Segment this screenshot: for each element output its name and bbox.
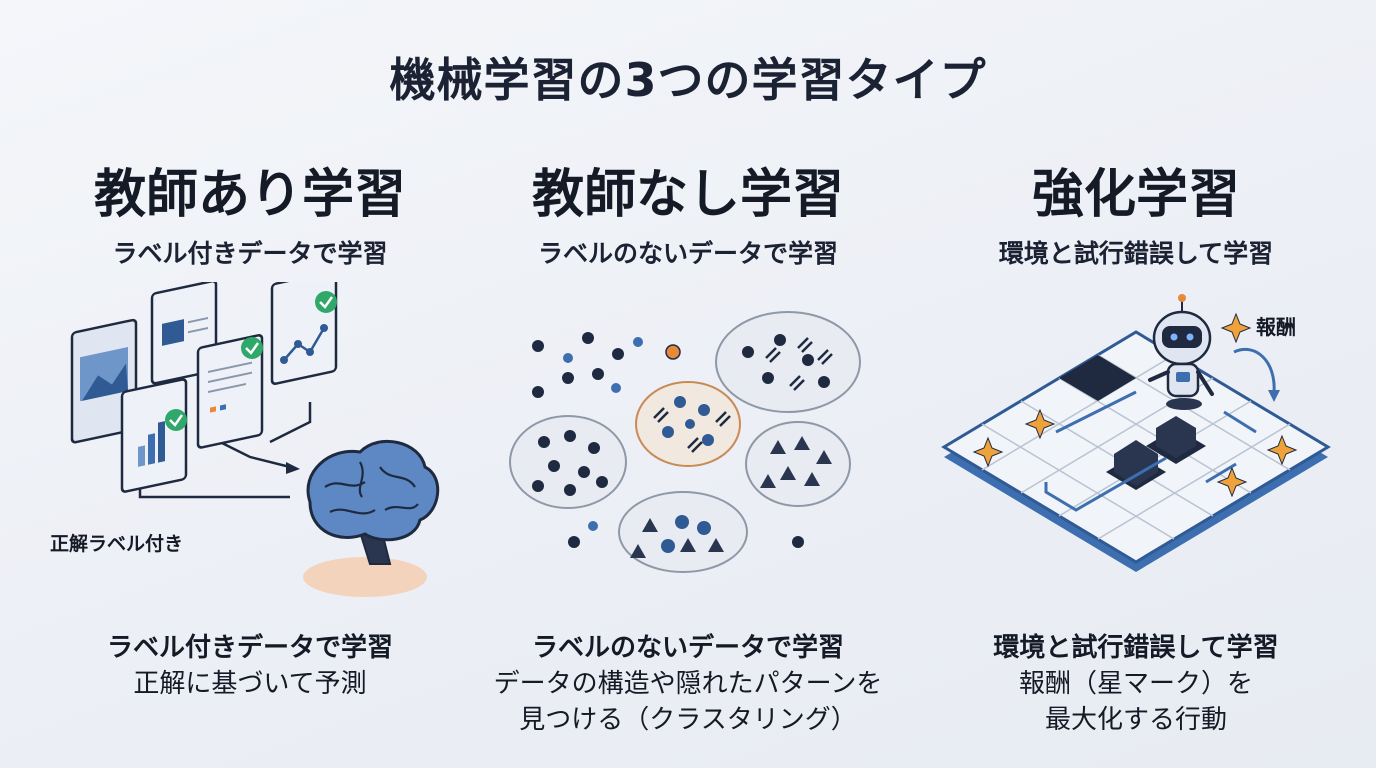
reinforcement-desc-line: 報酬（星マーク）を [1018,669,1253,699]
reinforcement-description: 環境と試行錯誤して学習 報酬（星マーク）を 最大化する行動 [906,630,1366,738]
flow-line [269,402,312,444]
flow-line [219,440,291,469]
reinforcement-desc-line: 環境と試行錯誤して学習 [993,633,1279,663]
reinforcement-title: 強化学習 [1031,165,1240,225]
page-title: 機械学習の3つの学習タイプ [389,53,987,107]
supervised-desc-line: 正解に基づいて予測 [133,669,367,699]
unsupervised-column: 教師なし学習 ラベルのないデータで学習 [458,0,918,768]
unsupervised-title: 教師なし学習 [531,165,844,225]
supervised-title: 教師あり学習 [93,165,406,225]
cluster-outline [745,421,851,507]
path-arrow [1223,410,1257,434]
unsupervised-illustration [509,311,861,573]
path-arrow [1044,456,1167,512]
cluster-outline [618,491,748,573]
labeled-data-label: 正解ラベル付き [50,532,183,555]
reinforcement-desc-line: 最大化する行動 [1044,705,1227,735]
text-card-icon [196,334,264,449]
robot-icon [1148,294,1214,410]
supervised-description: ラベル付きデータで学習 正解に基づいて予測 [20,630,480,702]
path-arrow [1055,390,1137,434]
image-card-icon [70,318,138,444]
reward-label: 報酬 [1256,315,1296,339]
supervised-illustration: 正解ラベル付き [50,282,440,597]
obstacle-block [1146,416,1206,464]
supervised-subtitle: ラベル付きデータで学習 [112,239,388,268]
path-arrow [1233,347,1276,393]
cluster-outline [715,311,861,413]
bar-chart-card-icon [120,378,188,493]
supervised-column: 教師あり学習 ラベル付きデータで学習 [20,0,480,768]
obstacle-block [1106,440,1166,490]
unsupervised-desc-line: ラベルのないデータで学習 [531,633,844,663]
scatter-points [532,332,804,548]
unsupervised-subtitle: ラベルのないデータで学習 [537,239,838,268]
unsupervised-description: ラベルのないデータで学習 データの構造や隠れたパターンを 見つける（クラスタリン… [458,630,918,738]
reinforcement-column: 強化学習 環境と試行錯誤して学習 [906,0,1366,768]
path-arrow [1205,462,1237,484]
unsupervised-desc-line: データの構造や隠れたパターンを [493,669,883,699]
brain-icon [303,439,440,597]
unsupervised-desc-line: 見つける（クラスタリング） [519,705,857,735]
line-chart-card-icon [270,282,338,385]
reinforcement-illustration: 報酬 [941,294,1331,572]
supervised-desc-line: ラベル付きデータで学習 [106,633,393,663]
reward-star-icon [972,312,1298,498]
arrow-head [286,462,300,474]
reinforcement-subtitle: 環境と試行錯誤して学習 [998,239,1274,268]
obstacle-pit [1059,355,1136,401]
